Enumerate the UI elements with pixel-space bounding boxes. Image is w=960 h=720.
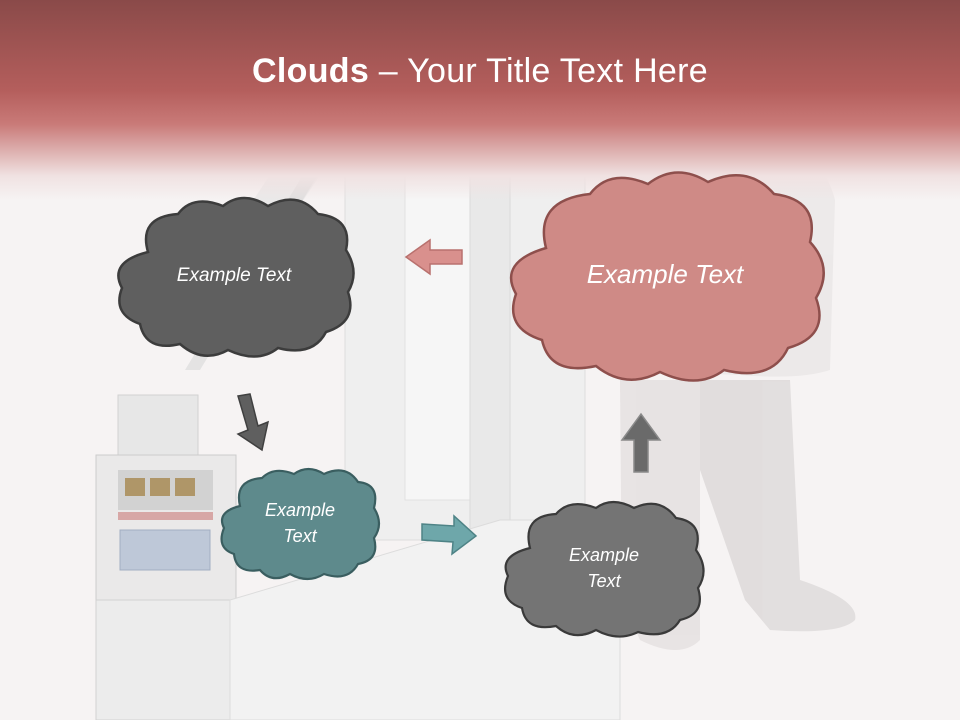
arrow-right-icon	[421, 514, 478, 556]
cloud-text: Example Text	[586, 259, 744, 290]
cloud-shape	[117, 196, 355, 358]
arrow-up-icon	[620, 412, 662, 473]
title-rest: Your Title Text Here	[407, 52, 708, 90]
cloud-bottom-right[interactable]: Example Text	[498, 496, 710, 640]
cloud-shape	[220, 467, 381, 581]
header-band	[0, 0, 960, 200]
title-separator: –	[369, 52, 408, 90]
cloud-center[interactable]: Example Text	[216, 464, 384, 582]
cloud-text: Example Text	[264, 499, 336, 546]
title-bold: Clouds	[252, 52, 370, 90]
cloud-shape	[504, 500, 705, 638]
cloud-text: Example Text	[176, 265, 292, 287]
arrow-left-icon	[404, 238, 463, 276]
cloud-top-right[interactable]: Example Text	[498, 164, 832, 386]
arrow-down-icon	[236, 393, 270, 452]
slide-title[interactable]: Clouds – Your Title Text Here	[0, 52, 960, 91]
cloud-shape	[510, 171, 825, 382]
cloud-text: Example Text	[568, 544, 640, 591]
cloud-top-left[interactable]: Example Text	[108, 192, 360, 360]
